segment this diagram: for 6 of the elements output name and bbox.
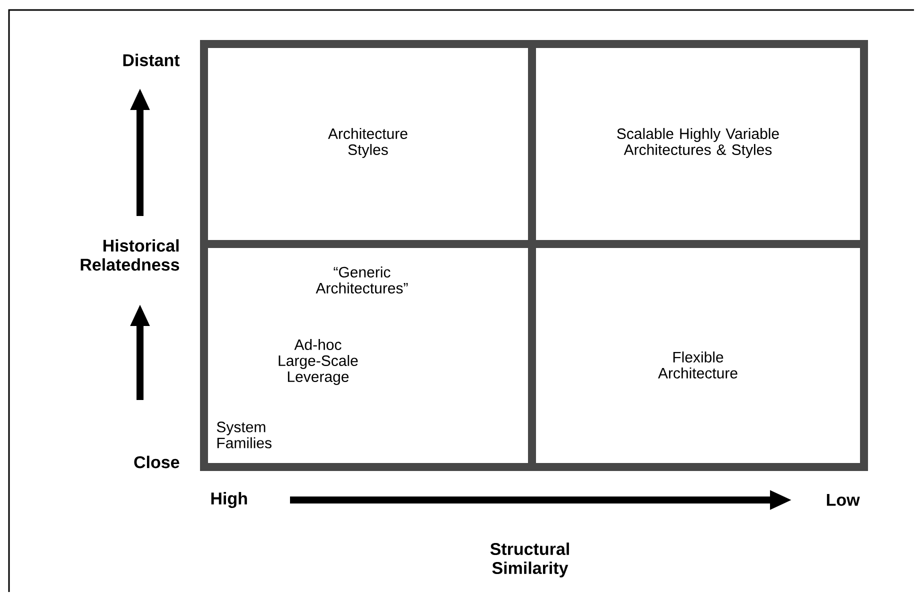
axis-label: High [211,492,247,508]
axis-label: Low [826,494,860,506]
axis-label: Structural Similarity [490,542,569,578]
axis-label: Distant [123,54,180,66]
axis-label: Historical Relatedness [80,239,180,271]
axis-label: Close [134,456,180,468]
